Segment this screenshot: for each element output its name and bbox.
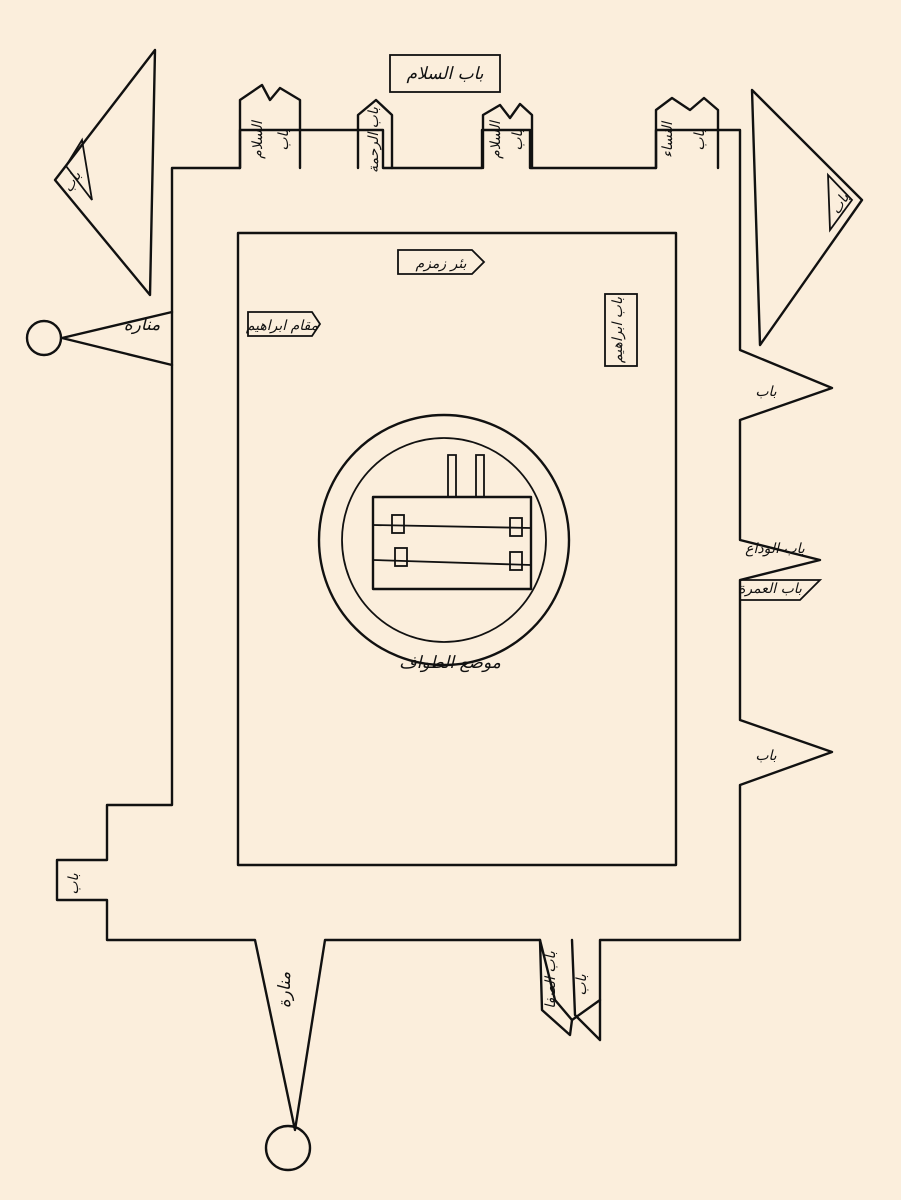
label-minaret-left: منارة [124, 315, 161, 335]
minaret-bottom-circle [264, 1124, 312, 1172]
label-maqam: مقام ابراهيم [246, 318, 319, 334]
kaaba-mark-4 [509, 551, 523, 571]
label-top-box: باب السلام [406, 64, 483, 84]
label-gate-top-2: باب الرحمة [366, 107, 382, 173]
label-zamzam: بئر زمزم [416, 256, 467, 272]
label-right-gate-2b: باب العمرة [738, 581, 802, 597]
label-right-gate-2a: باب الوداع [745, 541, 805, 557]
label-right-box: باب ابراهيم [610, 297, 626, 363]
label-bottom-gate-1: باب الصفا [543, 951, 559, 1009]
gate-top-4 [654, 96, 720, 170]
kaaba-mark-1 [391, 514, 405, 534]
gate-top-3 [481, 102, 534, 170]
triangle-left-inner [64, 137, 93, 201]
gate-top-2 [356, 98, 394, 170]
kaaba-mark-2 [509, 517, 523, 537]
mataf-outer-circle [317, 413, 571, 667]
kaaba-line-2 [372, 559, 532, 566]
label-gate-top-3a: السلام [488, 119, 504, 159]
label-mataf: موضع الطواف [399, 653, 501, 673]
right-label-box [604, 293, 638, 367]
bottom-gate-2 [570, 938, 602, 1042]
right-gate-2-arrow [740, 579, 823, 601]
minaret-left-circle [25, 319, 63, 357]
label-gate-top-1a: السلام [250, 119, 266, 159]
outer-wall [55, 128, 834, 1132]
gate-top-1 [238, 83, 302, 170]
triangle-right [750, 88, 864, 347]
label-right-gate-1: باب [755, 384, 776, 400]
bottom-gate-1 [538, 938, 574, 1037]
triangle-right-inner [827, 172, 854, 233]
mataf-inner-circle [341, 437, 547, 643]
kaaba-line-1 [372, 524, 532, 529]
label-right-gate-3: باب [755, 748, 776, 764]
label-gate-top-4a: النساء [660, 120, 676, 158]
kaaba-mark-3 [394, 547, 408, 567]
kaaba-post-left [447, 454, 457, 497]
zamzam-box [397, 249, 486, 275]
label-gate-top-3b: باب [510, 129, 526, 150]
top-label-box [389, 54, 501, 93]
label-gate-top-1b: باب [276, 129, 292, 150]
inner-courtyard [236, 231, 678, 867]
label-bottom-gate-2: باب [574, 974, 590, 995]
kaaba-post-right [475, 454, 485, 497]
maqam-box [247, 311, 322, 337]
triangle-left [53, 48, 157, 297]
label-left-small-gate: باب [66, 873, 82, 894]
label-gate-top-4b: باب [692, 129, 708, 150]
kaaba [371, 495, 533, 591]
label-tri-right: باب [828, 191, 853, 218]
label-minaret-bottom: منارة [275, 972, 295, 1009]
